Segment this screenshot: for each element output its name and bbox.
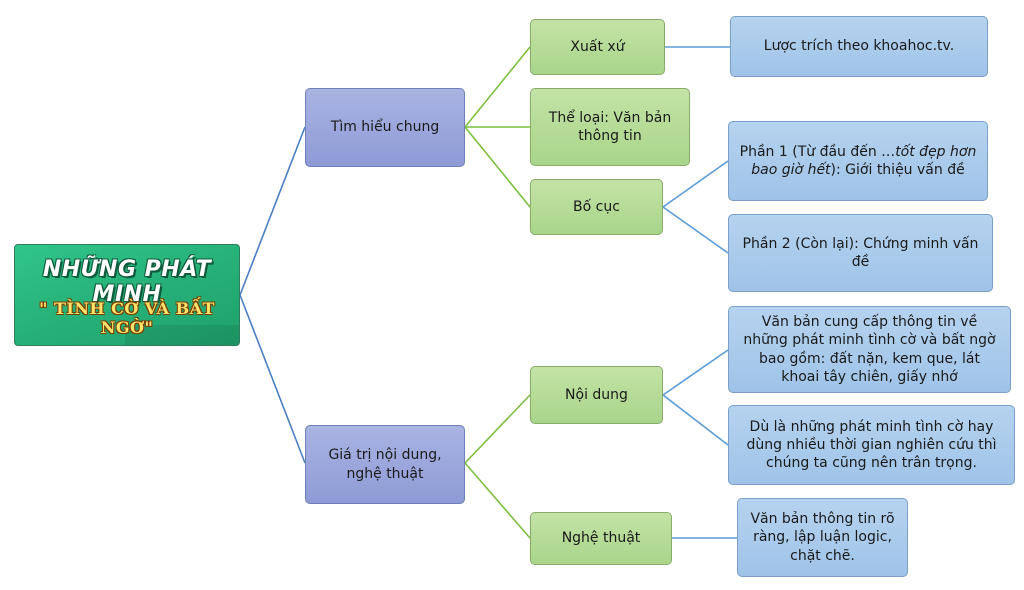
link-title-gia-tri [239,294,306,464]
link-thc-bo-cuc [464,126,531,208]
title-band-decoration [125,325,239,345]
node-tim-hieu-chung-label: Tìm hiểu chung [330,119,440,136]
link-thc-xuat-xu [464,46,531,128]
link-gt-noi-dung [464,394,531,464]
phan-1-italic: tốt đẹp hơn bao giờ hết [751,143,977,178]
node-xuat-xu-detail-label: Lược trích theo khoahoc.tv. [763,38,955,55]
node-xuat-xu-label: Xuất xứ [570,38,625,55]
node-tim-hieu-chung: Tìm hiểu chung [305,88,465,167]
node-bo-cuc-label: Bố cục [573,198,620,215]
node-noi-dung: Nội dung [530,366,663,424]
node-nghe-thuat: Nghệ thuật [530,512,672,565]
link-gt-nghe-thuat [464,462,531,539]
node-xuat-xu: Xuất xứ [530,19,665,75]
node-phan-1-label: Phần 1 (Từ đầu đến …tốt đẹp hơn bao giờ … [739,143,977,179]
phan-1-suffix: ): Giới thiệu vấn đề [830,162,965,178]
node-nghe-thuat-detail-label: Văn bản thông tin rõ ràng, lập luận logi… [750,511,895,564]
phan-1-prefix: Phần 1 (Từ đầu đến … [739,143,896,160]
title-line-1: NHỮNG PHÁT MINH [42,257,212,307]
title-banner: NHỮNG PHÁT MINH " TÌNH CỜ VÀ BẤT NGỜ" [14,244,240,346]
link-bo-cuc-phan2 [662,206,729,254]
node-noi-dung-detail-1-label: Văn bản cung cấp thông tin về những phát… [743,314,996,385]
node-bo-cuc: Bố cục [530,179,663,235]
node-phan-2-label: Phần 2 (Còn lại): Chứng minh vấn đề [742,235,979,270]
node-the-loai: Thể loại: Văn bản thông tin [530,88,690,166]
node-phan-1: Phần 1 (Từ đầu đến …tốt đẹp hơn bao giờ … [728,121,988,201]
node-gia-tri-noi-dung-nghe-thuat: Giá trị nội dung, nghệ thuật [305,425,465,504]
node-the-loai-label: Thể loại: Văn bản thông tin [548,109,672,144]
node-phan-2: Phần 2 (Còn lại): Chứng minh vấn đề [728,214,993,292]
node-noi-dung-detail-1: Văn bản cung cấp thông tin về những phát… [728,306,1011,393]
node-noi-dung-detail-2-label: Dù là những phát minh tình cờ hay dùng n… [746,418,997,472]
node-nghe-thuat-detail: Văn bản thông tin rõ ràng, lập luận logi… [737,498,908,577]
node-xuat-xu-detail: Lược trích theo khoahoc.tv. [730,16,988,77]
link-bo-cuc-phan1 [662,160,729,208]
node-noi-dung-label: Nội dung [565,386,628,403]
node-nghe-thuat-label: Nghệ thuật [561,530,641,547]
title-line-2: " TÌNH CỜ VÀ BẤT NGỜ" [39,299,215,337]
link-title-tim-hieu-chung [239,126,306,296]
link-noi-dung-2 [662,394,729,446]
node-gia-tri-label: Giá trị nội dung, nghệ thuật [328,447,442,482]
node-noi-dung-detail-2: Dù là những phát minh tình cờ hay dùng n… [728,405,1015,485]
link-noi-dung-1 [662,349,729,396]
